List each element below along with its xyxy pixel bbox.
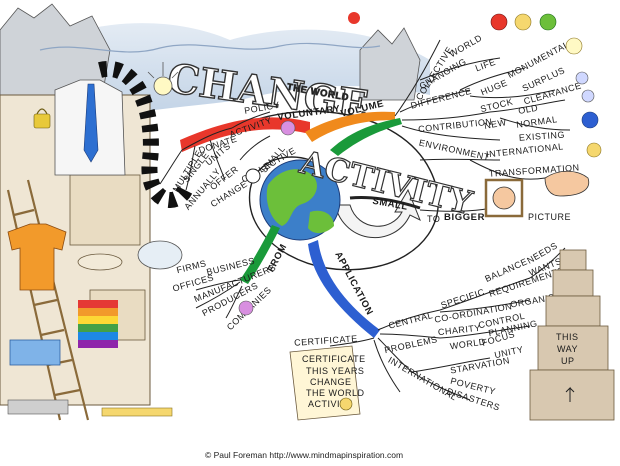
lbl-existing: EXISTING	[519, 130, 566, 143]
cert-line-3: CHANGE	[310, 377, 352, 387]
branch-lines	[159, 39, 571, 401]
cert-line-5: ACTIVITY	[308, 399, 353, 409]
blue-box	[9, 339, 61, 366]
branch-voluntary	[180, 117, 310, 152]
arrow-up-icon	[565, 386, 575, 402]
cert-line-2: THIS YEARS	[306, 366, 364, 376]
lbl-charity: CHARITY	[437, 323, 481, 337]
certificate-seal-smiley-icon	[339, 397, 353, 411]
lower-left-labels: BUSINESS FIRMS OFFICES MANUFACTURERS PRO…	[171, 256, 277, 333]
bowls	[77, 253, 123, 271]
info-icon	[581, 111, 599, 129]
lbl-starvation: STARVATION	[449, 355, 510, 375]
box-up: UP	[561, 356, 575, 366]
lbl-central: CENTRAL	[387, 310, 434, 331]
check-icon	[539, 13, 557, 31]
lbl-new: NEW	[483, 117, 507, 131]
dots-icon	[348, 12, 360, 24]
box-stack: THIS WAY UP	[529, 249, 615, 421]
bigger-label: BIGGER	[444, 212, 485, 223]
mountain-right	[359, 27, 421, 101]
footer-credit: © Paul Foreman http://www.mindmapinspira…	[205, 450, 403, 460]
lightbulb-icon	[147, 62, 179, 96]
book-stack	[78, 300, 118, 348]
branch-application	[308, 240, 380, 338]
lbl-environment: ENVIRONMENT	[418, 138, 491, 163]
heart-icon	[490, 13, 508, 31]
to-label: TO	[427, 214, 440, 224]
lbl-certificate: CERTIFICATE	[294, 333, 358, 347]
hand-icon	[544, 170, 590, 197]
room-scene	[0, 79, 183, 421]
icon-strip	[238, 12, 602, 316]
lbl-world-tr: WORLD	[448, 33, 484, 60]
box-way: WAY	[557, 344, 578, 354]
face-icon	[492, 186, 516, 210]
lbl-world-br: WORLD	[449, 336, 486, 351]
lbl-picture: PICTURE	[528, 212, 571, 222]
lbl-life: LIFE	[474, 57, 497, 74]
cert-line-4: THE WORLD	[306, 388, 365, 398]
smiley-icon	[586, 142, 602, 158]
lbl-international-tr: INTERNATIONAL	[486, 141, 564, 159]
branch-volume-green	[330, 118, 402, 156]
sun-icon	[514, 13, 532, 31]
lbl-problems: PROBLEMS	[384, 334, 439, 355]
tie	[83, 83, 99, 163]
yin-yang-icon	[245, 168, 261, 184]
cert-line-1: CERTIFICATE	[302, 354, 366, 364]
wave-line	[39, 42, 381, 53]
padlock	[33, 113, 51, 129]
certificate-scroll: CERTIFICATE THIS YEARS CHANGE THE WORLD …	[289, 345, 366, 421]
lightbulb-right-icon	[565, 37, 583, 55]
branch-small	[349, 196, 421, 210]
lbl-old: OLD	[517, 103, 538, 116]
picture-frame	[484, 170, 590, 218]
striped-scarf	[98, 60, 193, 208]
box-this: THIS	[556, 332, 579, 342]
branch-volume	[305, 111, 395, 142]
globe-icon	[259, 159, 341, 241]
branch-from	[240, 225, 280, 284]
orange-tshirt	[7, 223, 67, 291]
